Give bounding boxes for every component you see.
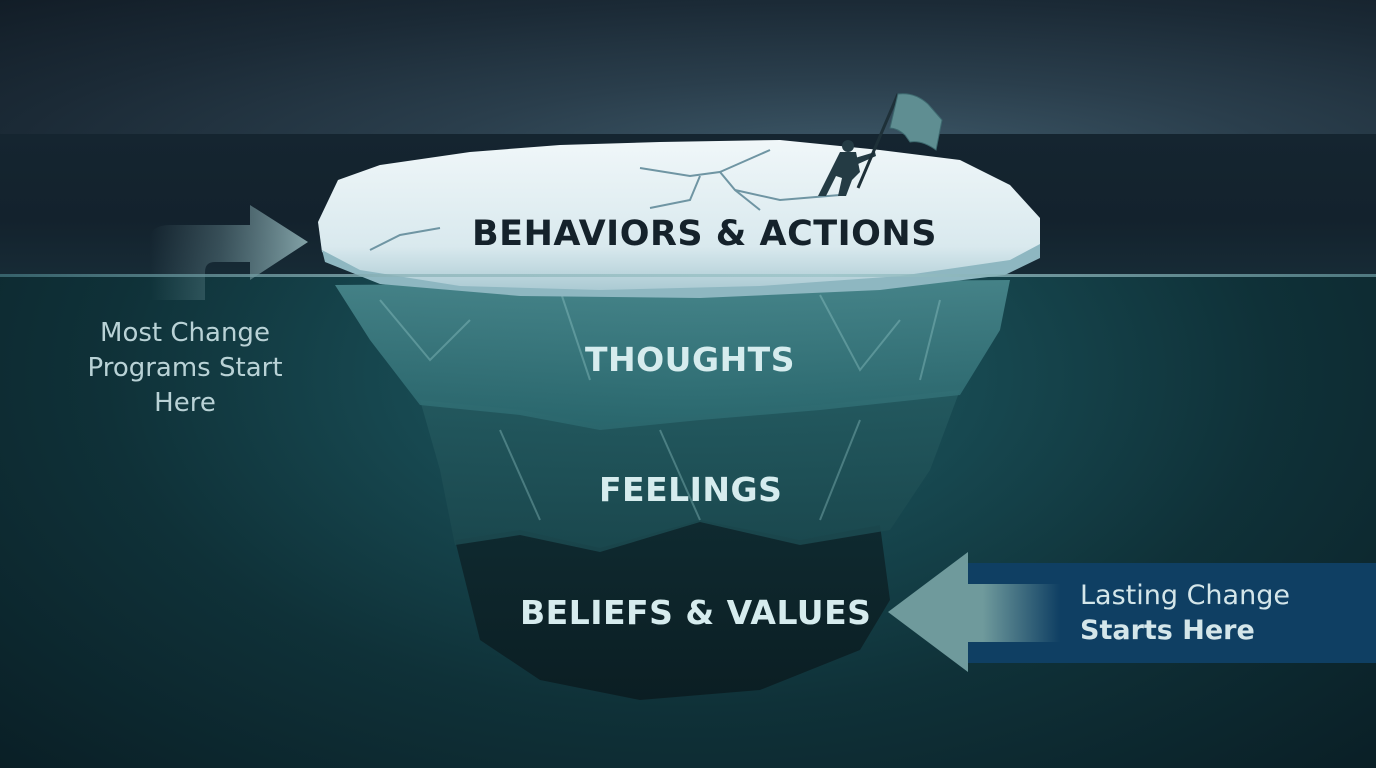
left-note-line-3: Here	[154, 388, 216, 418]
lasting-change-note: Lasting Change Starts Here	[1080, 578, 1290, 648]
waterline	[0, 274, 1376, 277]
thoughts-layer	[335, 280, 1010, 430]
most-change-programs-note: Most Change Programs Start Here	[60, 316, 310, 421]
right-note-line-1: Lasting Change	[1080, 580, 1290, 611]
right-arrow-icon	[150, 205, 308, 300]
left-arrow-icon	[888, 552, 1060, 672]
flag-pole	[856, 93, 900, 189]
layer-label-feelings: FEELINGS	[599, 470, 783, 509]
left-note-line-1: Most Change	[100, 318, 270, 348]
beliefs-layer	[455, 520, 890, 700]
layer-label-thoughts: THOUGHTS	[585, 340, 795, 379]
layer-label-beliefs: BELIEFS & VALUES	[520, 593, 872, 632]
left-note-line-2: Programs Start	[87, 353, 283, 383]
right-note-line-2: Starts Here	[1080, 615, 1255, 646]
stormy-sky	[0, 0, 1376, 140]
layer-label-behaviors: BEHAVIORS & ACTIONS	[472, 214, 937, 254]
flag-icon	[889, 93, 943, 151]
ice-floe	[318, 140, 1040, 292]
feelings-layer	[420, 390, 960, 552]
